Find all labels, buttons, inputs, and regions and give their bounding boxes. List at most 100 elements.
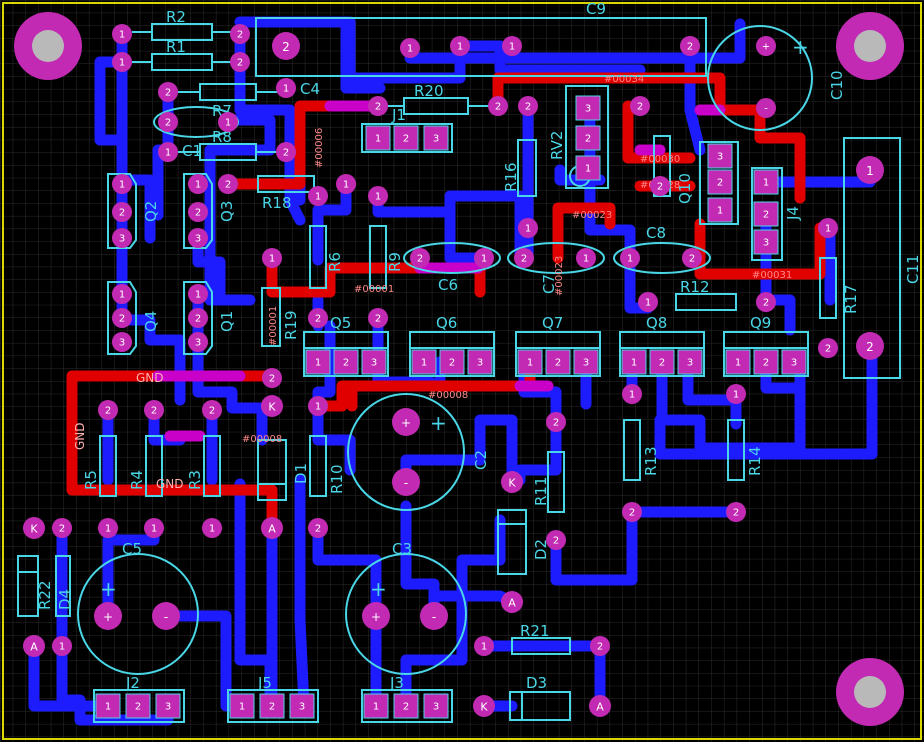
pad [188,308,208,328]
label-rv2: RV2 [548,131,566,160]
pad-label: 2 [269,702,275,713]
pad-label: 2 [315,314,321,325]
pad [423,693,449,719]
net-gnd-3: GND [156,477,184,491]
label-c5: C5 [122,540,142,558]
label-r21: R21 [520,622,550,640]
pad [363,693,389,719]
label-q2: Q2 [142,201,160,222]
pad [546,530,566,550]
pad [308,396,328,416]
pad-label: 1 [457,42,463,53]
pad [229,693,255,719]
pad [144,518,164,538]
net-00008-b: #00008 [242,434,282,445]
label-r2: R2 [166,8,186,26]
net-00023: #00023 [572,210,612,221]
pad-label: 1 [421,358,427,369]
pad-label: 2 [59,524,65,535]
pad [726,384,746,404]
pad-label: 2 [449,358,455,369]
pad-label: 2 [165,88,171,99]
label-c1: C1 [182,142,202,160]
pad-label: 1 [59,642,65,653]
label-c3: C3 [392,540,412,558]
label-q9: Q9 [750,314,771,332]
pad-label: 2 [733,508,739,519]
pad-label: 1 [481,642,487,653]
label-q10: Q10 [676,173,694,204]
pad [725,349,751,375]
pad-label: 2 [763,358,769,369]
pad-label: A [30,641,38,654]
pad [502,36,522,56]
label-d1: D1 [292,463,310,484]
label-r3: R3 [186,470,204,490]
pad [392,468,420,496]
pad-label: 2 [553,536,559,547]
pad-label: + [762,42,770,53]
pad [450,36,470,56]
pad-label: 1 [373,702,379,713]
pad [589,695,611,717]
label-j3: J3 [389,674,404,692]
pad [546,412,566,432]
pad-label: 2 [237,30,243,41]
pad-label: 2 [282,40,290,54]
pad [188,228,208,248]
pad-label: 3 [433,702,439,713]
label-c11: C11 [904,254,922,284]
pad [112,24,132,44]
label-q6: Q6 [436,314,457,332]
pad-label: 1 [119,58,125,69]
pad-label: 2 [375,314,381,325]
pad [188,174,208,194]
pad [218,112,238,132]
label-j5: J5 [257,674,272,692]
pad-label: 3 [119,338,125,349]
pad [575,95,601,121]
pad-label: 3 [717,152,723,163]
label-d4: D4 [56,589,74,610]
label-q3: Q3 [218,201,236,222]
pad-label: 1 [645,298,651,309]
label-r12: R12 [680,278,710,296]
pad [112,332,132,352]
pad-label: 2 [237,58,243,69]
pad-label: 2 [375,102,381,113]
pad [393,693,419,719]
pad-label: 1 [119,30,125,41]
label-r17: R17 [842,284,860,314]
label-r4: R4 [128,470,146,490]
pad-label: 1 [627,254,633,265]
label-r18: R18 [262,194,292,212]
pad [439,349,465,375]
pad-label: A [508,597,516,610]
pad-label: 1 [735,358,741,369]
silkscreen-outlines [17,17,901,723]
pad-label: 2 [825,344,831,355]
pad [276,78,296,98]
pad [856,332,884,360]
label-r20: R20 [414,82,444,100]
pad-label: 2 [687,42,693,53]
pad [620,248,640,268]
pad-label: 2 [525,102,531,113]
net-00034: #00034 [604,74,644,85]
pad-label: 2 [135,702,141,713]
pad-label: 2 [119,314,125,325]
pad-label: 1 [165,148,171,159]
label-c9: C9 [586,0,606,18]
label-r6: R6 [326,252,344,272]
pad-label: + [103,610,113,624]
pad-label: 2 [417,254,423,265]
pad-label: K [480,701,488,714]
pad [818,218,838,238]
pad-label: A [268,523,276,536]
label-c4: C4 [300,80,320,98]
pad-label: 2 [629,508,635,519]
pad-label: 1 [525,224,531,235]
pad [707,197,733,223]
pad [680,36,700,56]
pad-label: 2 [283,148,289,159]
